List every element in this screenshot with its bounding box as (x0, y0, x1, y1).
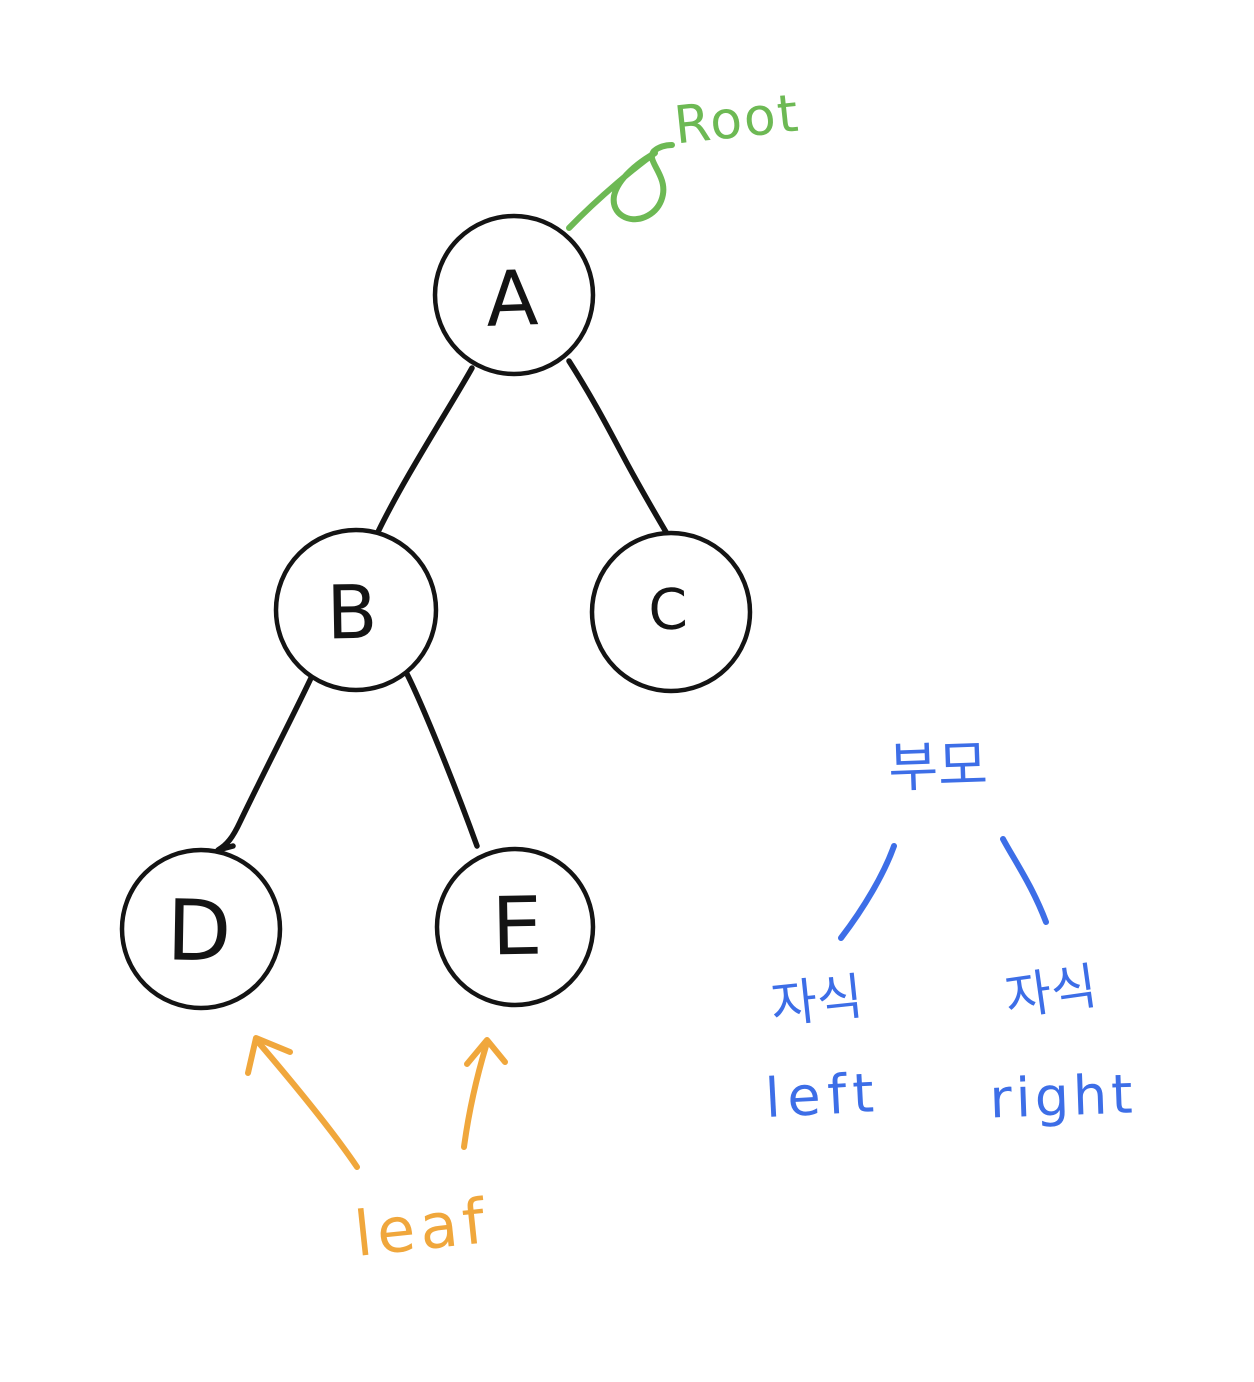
node-e-label: E (490, 879, 544, 974)
edge-a-b (375, 365, 475, 535)
node-d-label: D (165, 881, 233, 981)
legend-right-child-label: 자식 (1001, 956, 1101, 1028)
node-c-circle (589, 530, 753, 694)
leaf-arrow-left-head (245, 1035, 293, 1076)
root-flourish-arrow (566, 142, 675, 231)
legend-right-word: right (988, 1062, 1138, 1131)
edge-b-d (215, 675, 314, 853)
legend-left-child-label: 자식 (768, 967, 866, 1035)
root-annotation-label: Root (671, 83, 803, 157)
leaf-arrow-left-shaft (256, 1040, 360, 1170)
node-a-circle (432, 213, 596, 377)
node-b-label: B (325, 569, 379, 657)
node-e-circle (434, 846, 596, 1008)
leaf-arrow-right-head (464, 1037, 508, 1067)
legend-branch-left (838, 843, 897, 941)
legend-left-word: left (763, 1061, 883, 1130)
edge-b-e (404, 671, 480, 849)
leaf-arrow-right-shaft (461, 1043, 489, 1150)
node-b-circle (273, 527, 439, 693)
edge-a-c (566, 358, 669, 535)
node-d-circle (119, 847, 283, 1011)
legend-branch-right (1000, 836, 1049, 925)
leaf-annotation-label: leaf (350, 1184, 493, 1271)
node-c-label: C (647, 577, 689, 644)
node-a-label: A (484, 253, 540, 344)
legend-parent-label: 부모 (887, 733, 989, 800)
